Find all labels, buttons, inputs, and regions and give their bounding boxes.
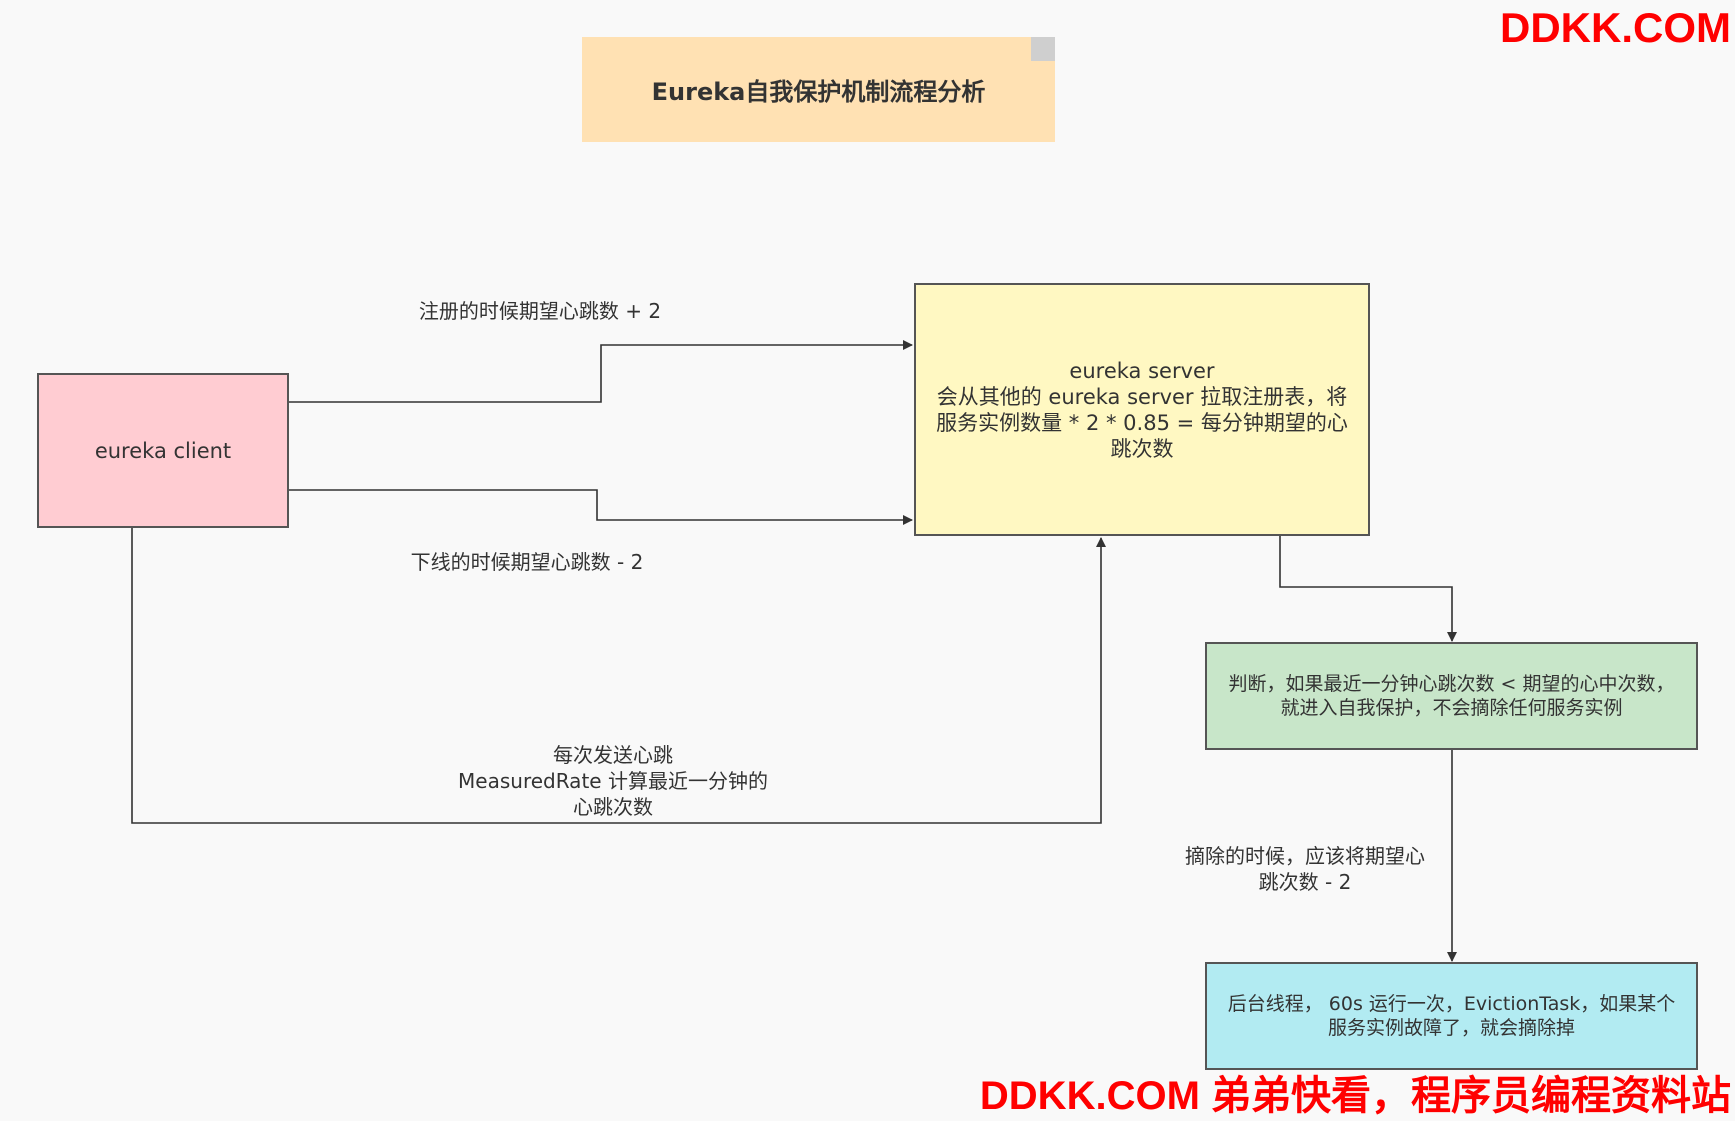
judge-label: 判断，如果最近一分钟心跳次数 < 期望的心中次数，就进入自我保护，不会摘除任何服…: [1228, 673, 1675, 719]
evict-edge-label: 摘除的时候，应该将期望心 跳次数 - 2: [1160, 843, 1450, 895]
register-edge-label: 注册的时候期望心跳数 + 2: [418, 299, 662, 323]
eureka-server-node: eureka server 会从其他的 eureka server 拉取注册表，…: [914, 283, 1370, 536]
eureka-server-label: eureka server 会从其他的 eureka server 拉取注册表，…: [936, 358, 1348, 461]
diagram-title: Eureka自我保护机制流程分析: [651, 78, 986, 106]
server-to-judge-arrow: [1279, 536, 1457, 642]
eviction-task-node: 后台线程， 60s 运行一次，EvictionTask，如果某个服务实例故障了，…: [1205, 962, 1698, 1070]
register-arrow: [289, 340, 913, 403]
title-note: Eureka自我保护机制流程分析: [582, 37, 1055, 142]
watermark-top: DDKK.COM: [1500, 4, 1731, 51]
eureka-client-label: eureka client: [94, 438, 232, 463]
eviction-label: 后台线程， 60s 运行一次，EvictionTask，如果某个服务实例故障了，…: [1227, 993, 1676, 1039]
eureka-client-node: eureka client: [37, 373, 289, 528]
watermark-bottom: DDKK.COM 弟弟快看，程序员编程资料站: [979, 1074, 1731, 1118]
heartbeat-edge-label: 每次发送心跳 MeasuredRate 计算最近一分钟的 心跳次数: [458, 743, 768, 819]
self-protection-judge-node: 判断，如果最近一分钟心跳次数 < 期望的心中次数，就进入自我保护，不会摘除任何服…: [1205, 642, 1698, 750]
offline-edge-label: 下线的时候期望心跳数 - 2: [410, 550, 644, 574]
offline-arrow: [289, 489, 913, 525]
